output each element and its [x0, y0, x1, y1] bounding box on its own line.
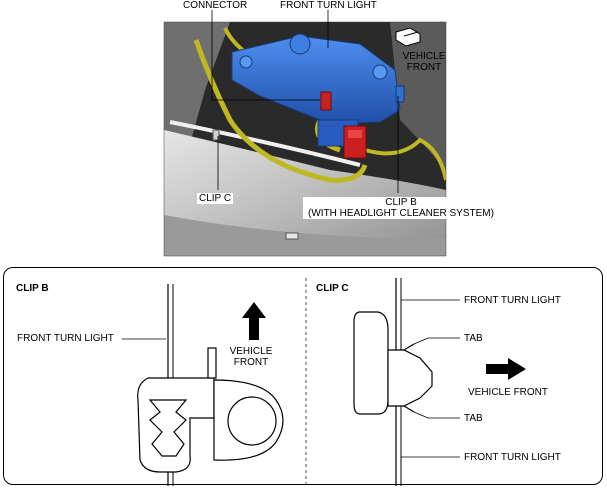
callout-clip-b-line2: (WITH HEADLIGHT CLEANER SYSTEM) [308, 208, 494, 219]
mount-boss-left [239, 55, 253, 69]
callout-clip-c: CLIP C [197, 193, 234, 204]
clip-c-head [353, 311, 389, 415]
connector-large-lock [348, 130, 362, 138]
callout-vehicle-front-line2: FRONT [406, 62, 442, 73]
clip-b-title: CLIP B [16, 283, 49, 294]
callout-vehicle-front: VEHICLE FRONT [396, 51, 452, 73]
clip-c-tab-upper [403, 343, 415, 351]
clip-c-vehicle-front-label: VEHICLE FRONT [468, 387, 549, 398]
clip-c-front-turn-light-bottom-label: FRONT TURN LIGHT [464, 452, 561, 463]
clip-b-vehicle-front-arrow-icon [242, 302, 266, 340]
bumper-edge [164, 215, 446, 256]
clip-b-hole [227, 396, 277, 446]
harness-wire-3 [364, 137, 446, 181]
clip-detail-panel [3, 267, 603, 485]
clip-c-shaft [387, 349, 433, 407]
callout-clip-b-line1: CLIP B [385, 197, 417, 208]
bumper-highlight [169, 120, 361, 167]
clip-c-tab-lower [403, 405, 415, 413]
clip-b-photo [395, 85, 405, 103]
clip-c-photo [212, 129, 220, 141]
callout-front-turn-light: FRONT TURN LIGHT [280, 0, 377, 11]
clip-b-barb [148, 399, 188, 457]
clip-c-diagram [353, 278, 433, 486]
clip-c-tab-bottom-label: TAB [464, 413, 483, 424]
clip-b-vehicle-front-label: VEHICLE FRONT [225, 346, 277, 368]
clip-c-leaders [401, 299, 460, 458]
clip-b-vehicle-front-line2: FRONT [233, 357, 269, 368]
clip-c-vehicle-front-arrow-icon [486, 358, 526, 380]
turn-light-body [231, 35, 401, 125]
turn-light-socket [289, 33, 311, 55]
clip-c-front-turn-light-top-label: FRONT TURN LIGHT [464, 295, 561, 306]
clip-c-tab-top-label: TAB [464, 333, 483, 344]
callout-vehicle-front-line1: VEHICLE [402, 51, 446, 62]
connector-small [320, 91, 332, 111]
clip-b-vehicle-front-line1: VEHICLE [229, 346, 273, 357]
clip-b-front-turn-light-label: FRONT TURN LIGHT [17, 333, 114, 344]
bumper-surface [164, 130, 446, 256]
right-housing [390, 22, 446, 170]
harness-wire-1 [193, 39, 368, 183]
clip-b-post [207, 347, 217, 379]
bumper-fastener [285, 232, 299, 240]
callout-connector: CONNECTOR [183, 0, 248, 11]
callout-leaders [211, 10, 399, 193]
vehicle-front-arrow-icon [395, 27, 421, 47]
clip-c-title: CLIP C [316, 283, 349, 294]
mount-boss-right [372, 64, 388, 80]
callout-clip-b: CLIP B (WITH HEADLIGHT CLEANER SYSTEM) [303, 197, 499, 219]
clip-b-diagram [122, 284, 284, 486]
